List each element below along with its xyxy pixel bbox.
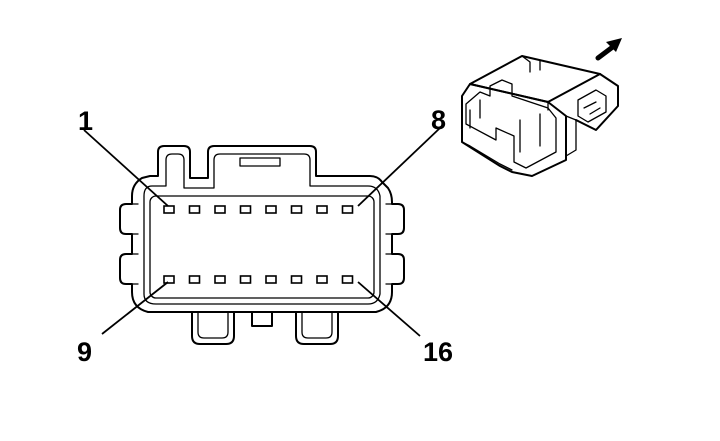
pin-cavity-1 (163, 205, 175, 214)
leader-line-pin-9 (101, 281, 169, 335)
pin-cavity-15 (316, 275, 328, 284)
pin-cavity-11 (214, 275, 226, 284)
pin-row-bottom (163, 275, 354, 284)
pin-label-8: 8 (431, 105, 446, 135)
connector-face (119, 145, 405, 345)
pin-cavity-4 (239, 205, 252, 214)
pin-cavity-6 (290, 205, 303, 214)
pin-cavity-8 (341, 205, 354, 214)
pin-cavity-5 (265, 205, 277, 214)
connector-3d-icon (461, 55, 619, 177)
pin-cavity-12 (239, 275, 252, 284)
arrow-up-right-icon (595, 38, 622, 61)
pin-cavity-3 (214, 205, 226, 214)
pin-cavity-16 (341, 275, 354, 284)
pin-label-16: 16 (423, 337, 453, 367)
leader-line-pin-1 (83, 129, 169, 207)
pin-cavity-7 (316, 205, 328, 214)
pin-cavity-13 (265, 275, 277, 284)
pin-label-9: 9 (77, 337, 92, 367)
pin-cavity-2 (188, 205, 201, 214)
pin-cavity-9 (163, 275, 175, 284)
pin-label-1: 1 (78, 106, 93, 136)
pin-cavity-14 (290, 275, 303, 284)
leader-line-pin-16 (357, 281, 421, 337)
pin-row-top (163, 205, 354, 214)
pin-cavity-10 (188, 275, 201, 284)
leader-line-pin-8 (357, 127, 441, 207)
